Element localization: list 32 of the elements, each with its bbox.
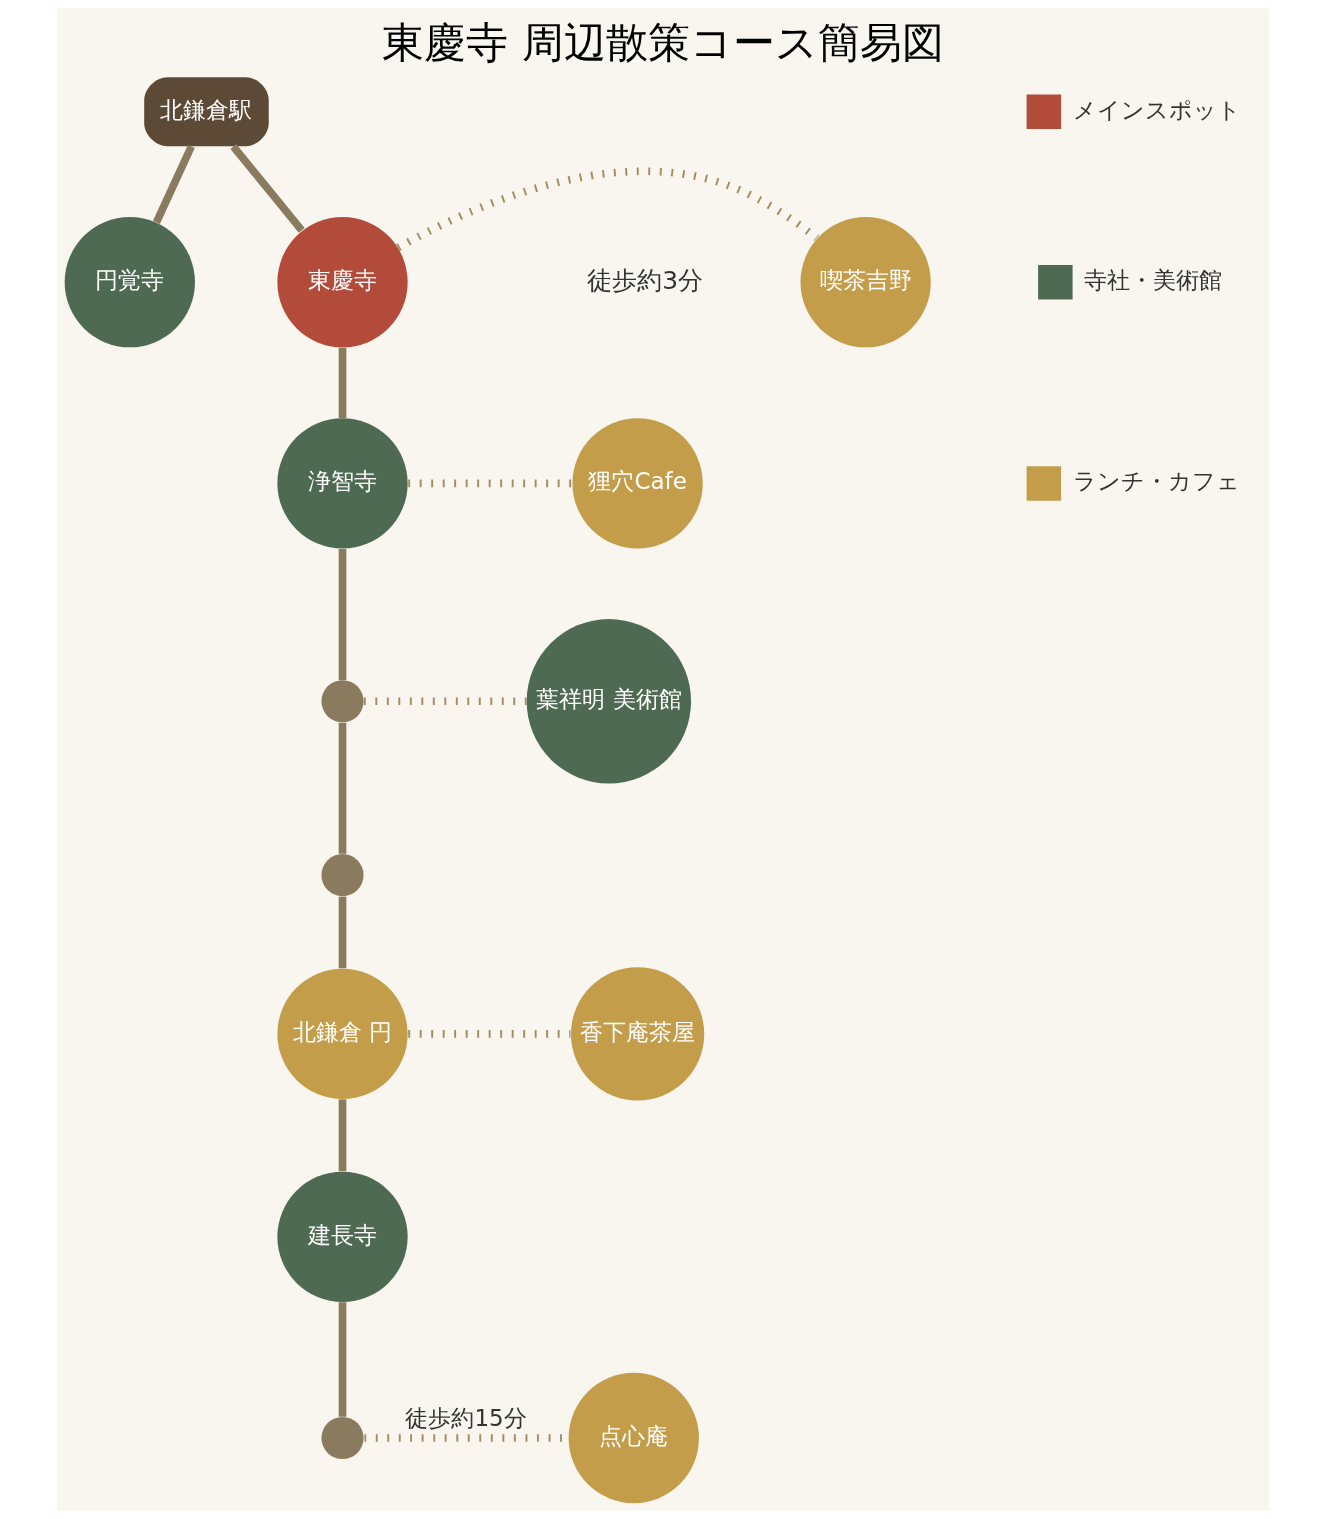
connector [395, 167, 819, 251]
connector [152, 144, 195, 225]
node-circle: 東慶寺 [276, 217, 408, 348]
node-circle: 点心庵 [568, 1372, 699, 1504]
connector [338, 896, 346, 969]
node-circle: 喫茶吉野 [800, 217, 931, 348]
legend-label: メインスポット [1072, 96, 1241, 123]
legend-label: ランチ・カフェ [1072, 468, 1240, 495]
connector [338, 1302, 346, 1417]
connector [363, 697, 527, 706]
legend-label: 寺社・美術館 [1083, 267, 1222, 294]
connector [338, 1099, 346, 1172]
diagram-title: 東慶寺 周辺散策コース簡易図 [381, 18, 944, 68]
node-circle: 葉祥明 美術館 [526, 619, 691, 784]
node-circle: 浄智寺 [276, 418, 408, 549]
node-circle [320, 854, 364, 897]
node-circle: 建長寺 [276, 1171, 408, 1302]
edge-label: 徒歩約15分 [404, 1404, 527, 1431]
connector [338, 548, 346, 681]
node-circle: 北鎌倉 円 [276, 968, 408, 1100]
label: 徒歩約3分 [586, 265, 703, 295]
node-circle: 円覚寺 [64, 217, 195, 348]
node-circle: 香下庵茶屋 [570, 967, 704, 1101]
connector [338, 722, 346, 854]
node-circle [320, 1416, 364, 1460]
connector [407, 479, 572, 488]
node-circle [320, 680, 364, 723]
connector [407, 1030, 570, 1038]
node-box: 北鎌倉駅 [143, 77, 269, 147]
connector [229, 144, 305, 233]
connector [338, 347, 346, 419]
node-circle: 狸穴Cafe [571, 418, 703, 549]
